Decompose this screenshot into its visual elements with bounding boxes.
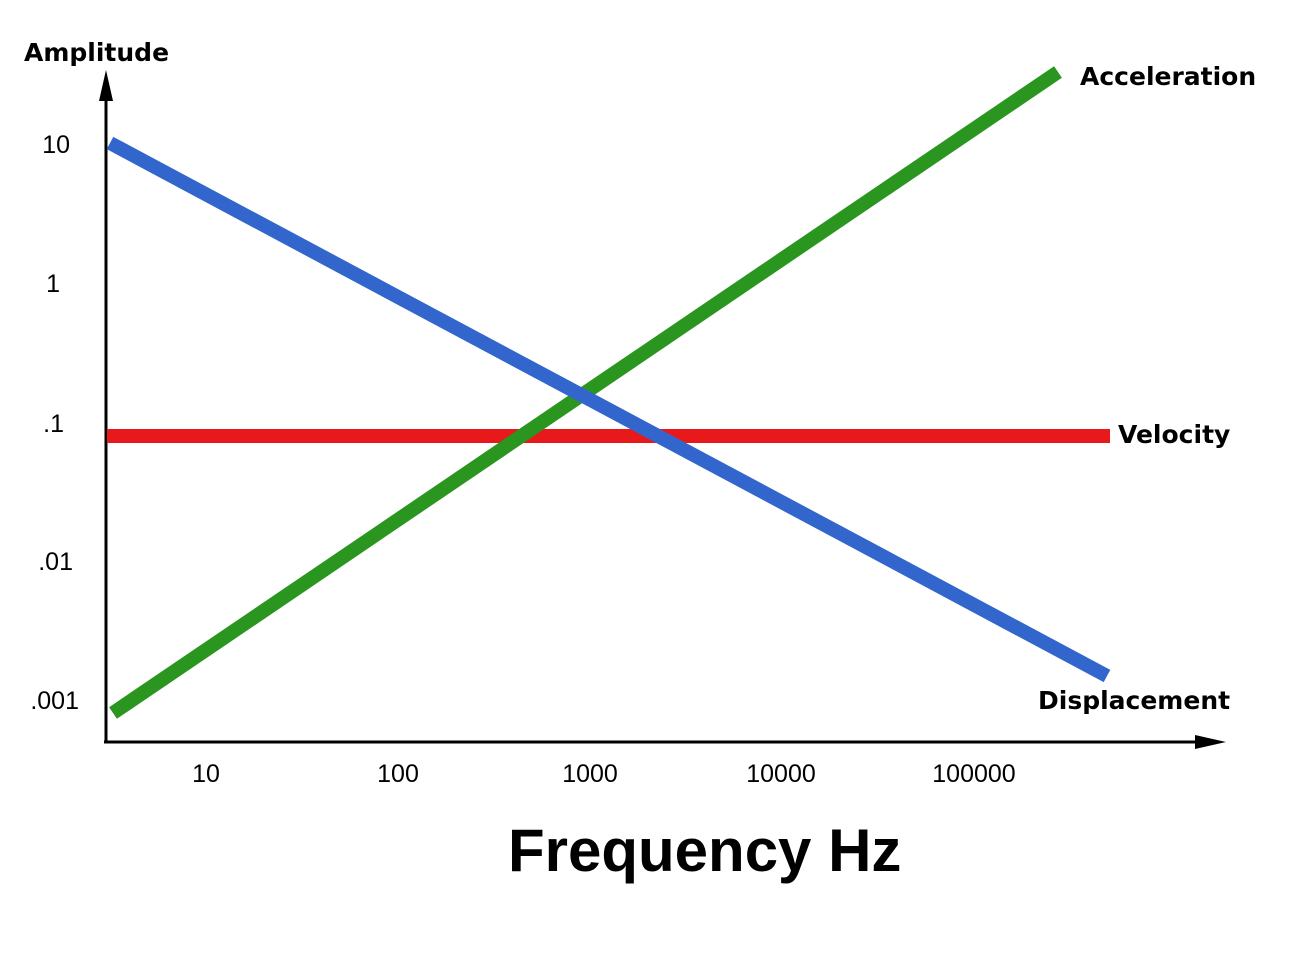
y-tick-label: .01 xyxy=(38,548,73,576)
x-tick-label: 1000 xyxy=(562,760,618,788)
label-velocity: Velocity xyxy=(1118,420,1231,449)
label-displacement: Displacement xyxy=(1038,686,1231,715)
x-axis-arrow-icon xyxy=(1195,735,1226,749)
y-tick-label: 10 xyxy=(42,131,70,159)
x-tick-label: 100 xyxy=(377,760,419,788)
y-tick-label: 1 xyxy=(46,270,60,298)
y-axis-arrow-icon xyxy=(99,70,113,101)
x-axis-title: Frequency Hz xyxy=(508,817,902,884)
x-tick-label: 10000 xyxy=(746,760,816,788)
y-tick-label: .001 xyxy=(30,687,79,715)
y-axis-title: Amplitude xyxy=(24,38,170,67)
y-tick-label: .1 xyxy=(43,410,64,438)
x-tick-label: 10 xyxy=(192,760,220,788)
label-acceleration: Acceleration xyxy=(1080,62,1257,91)
x-tick-label: 100000 xyxy=(932,760,1016,788)
series-displacement-line xyxy=(106,136,1111,683)
